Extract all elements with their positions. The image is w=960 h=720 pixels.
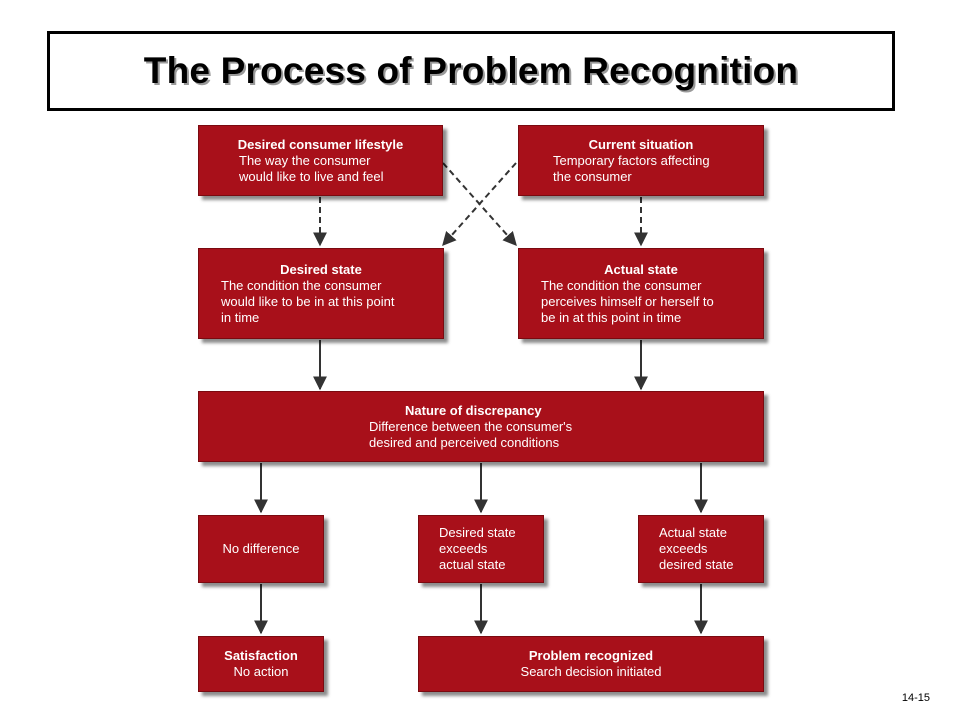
node-heading: Actual state: [604, 261, 678, 277]
node-current-situation: Current situation Temporary factors affe…: [518, 125, 764, 196]
page-title: The Process of Problem Recognition: [143, 50, 799, 91]
node-body: Actual state exceeds desired state: [659, 525, 734, 572]
node-actual-exceeds-desired: Actual state exceeds desired state: [638, 515, 764, 583]
title-box: The Process of Problem Recognition: [47, 31, 895, 111]
node-body: No action: [233, 664, 289, 679]
node-heading: Desired state: [280, 261, 362, 277]
node-desired-lifestyle: Desired consumer lifestyle The way the c…: [198, 125, 443, 196]
node-body: No difference: [222, 541, 300, 556]
node-desired-exceeds-actual: Desired state exceeds actual state: [418, 515, 544, 583]
node-body: The condition the consumer would like to…: [221, 277, 395, 325]
arrow-current-to-desired: [442, 162, 517, 247]
node-desired-state: Desired state The condition the consumer…: [198, 248, 444, 339]
node-body: Difference between the consumer's desire…: [369, 418, 573, 450]
node-body: The way the consumer would like to live …: [239, 152, 384, 184]
node-nature-of-discrepancy: Nature of discrepancy Difference between…: [198, 391, 764, 462]
node-body: Desired state exceeds actual state: [439, 525, 516, 572]
node-heading: Current situation: [588, 136, 694, 152]
node-no-difference: No difference: [198, 515, 324, 583]
node-heading: Satisfaction: [224, 648, 298, 663]
node-actual-state: Actual state The condition the consumer …: [518, 248, 764, 339]
node-body: Search decision initiated: [520, 664, 662, 679]
node-satisfaction: Satisfaction No action: [198, 636, 324, 692]
node-problem-recognized: Problem recognized Search decision initi…: [418, 636, 764, 692]
node-heading: Desired consumer lifestyle: [237, 136, 404, 152]
node-body: Temporary factors affecting the consumer: [553, 152, 710, 184]
node-heading: Nature of discrepancy: [405, 402, 542, 418]
slide-number: 14-15: [901, 692, 930, 704]
node-body: The condition the consumer perceives him…: [541, 277, 714, 325]
node-heading: Problem recognized: [528, 648, 654, 663]
